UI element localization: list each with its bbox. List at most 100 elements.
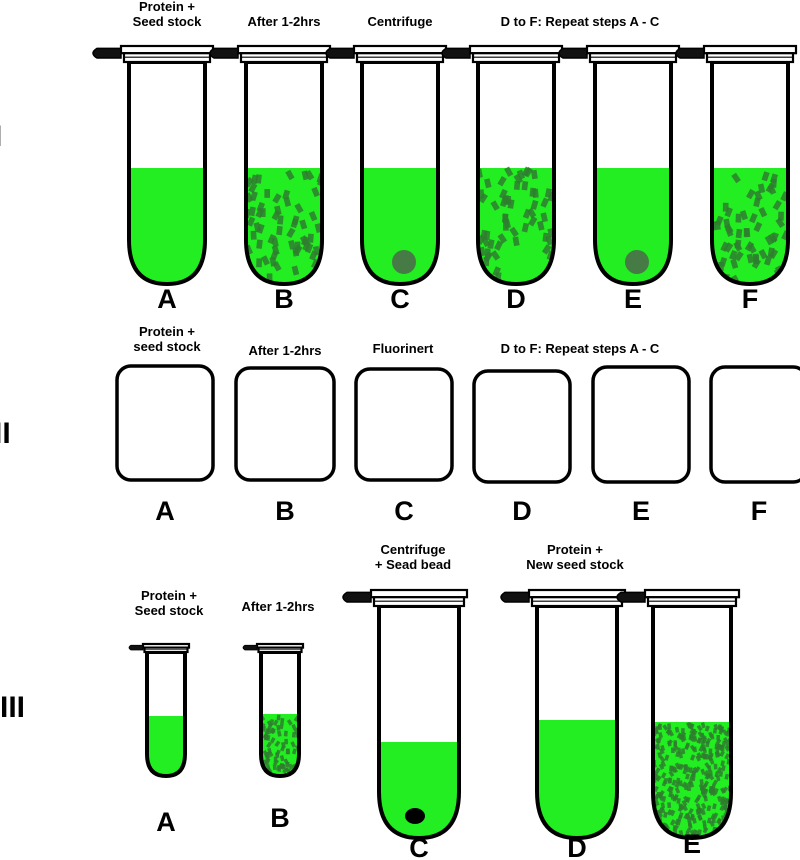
tube-outline <box>476 60 556 287</box>
hinge-tab <box>675 47 705 59</box>
hinge-tab <box>209 47 239 59</box>
hinge-tab <box>92 47 122 59</box>
tube-cap <box>500 588 627 608</box>
tube-cap <box>92 44 215 64</box>
well-frame <box>591 365 691 484</box>
tube-cap <box>209 44 332 64</box>
tube-cap <box>616 588 741 608</box>
crystal-cluster <box>246 169 322 283</box>
tube-outline <box>127 60 207 287</box>
step-letter: C <box>394 496 414 526</box>
hinge-tab <box>441 47 471 59</box>
header-ii-a: Protein +seed stock <box>133 324 201 354</box>
step-letter: E <box>632 496 650 526</box>
section-ii-label: II <box>0 417 11 450</box>
pellet <box>625 250 649 274</box>
well-frame <box>709 365 800 484</box>
tube-i-e: E <box>558 44 681 314</box>
tube-cap <box>325 44 448 64</box>
well-frame <box>354 367 454 482</box>
step-letter: A <box>155 496 175 526</box>
header-ii-b: After 1-2hrs <box>249 343 322 358</box>
tube-cap <box>342 588 469 608</box>
tube-cap <box>675 44 798 64</box>
seed-bead <box>405 808 425 824</box>
tubes-row-i: A B C D E F <box>92 44 798 314</box>
step-letter: F <box>742 284 759 314</box>
well-ii-e: E <box>591 365 691 526</box>
tube-iii-a: A <box>128 642 191 837</box>
section-iii: III Protein +Seed stock After 1-2hrs Cen… <box>0 542 741 860</box>
tube-outline <box>145 650 187 779</box>
well-ii-f: F <box>709 365 800 526</box>
header-i-repeat: D to F: Repeat steps A - C <box>501 14 660 29</box>
section-i-label: I <box>0 120 2 153</box>
step-letter: D <box>567 833 587 860</box>
tube-outline <box>535 604 619 841</box>
header-ii-c: Fluorinert <box>373 341 434 356</box>
well-frame <box>234 366 336 482</box>
tube-outline <box>593 60 673 287</box>
tube-iii-d: D <box>500 588 627 860</box>
pellet <box>392 250 416 274</box>
well-ii-d: D <box>472 369 572 526</box>
header-i-a: Protein +Seed stock <box>133 0 202 29</box>
section-i: I Protein +Seed stock After 1-2hrs Centr… <box>0 0 798 314</box>
step-letter: D <box>506 284 526 314</box>
tube-iii-c: C <box>342 588 469 860</box>
tube-outline <box>244 60 324 287</box>
header-i-b: After 1-2hrs <box>248 14 321 29</box>
step-letter: A <box>157 284 177 314</box>
step-letter: B <box>274 284 294 314</box>
step-letter: C <box>409 833 429 860</box>
hinge-tab <box>558 47 588 59</box>
well-ii-a: A <box>115 364 215 526</box>
tube-cap <box>558 44 681 64</box>
wells-row-ii: A B C D E F <box>115 364 800 526</box>
tube-iii-b: B <box>242 642 305 833</box>
header-iii-c: Centrifuge+ Sead bead <box>375 542 451 572</box>
hinge-tab <box>325 47 355 59</box>
step-letter: D <box>512 496 532 526</box>
well-ii-c: C <box>354 367 454 526</box>
tube-i-f: F <box>675 44 798 314</box>
step-letter: C <box>390 284 410 314</box>
step-letter: A <box>156 807 176 837</box>
well-ii-b: B <box>234 366 336 526</box>
well-frame <box>472 369 572 484</box>
section-ii: II Protein +seed stock After 1-2hrs Fluo… <box>0 324 800 526</box>
tube-i-c: C <box>325 44 448 314</box>
hinge-tab <box>500 591 530 603</box>
header-iii-b: After 1-2hrs <box>242 599 315 614</box>
section-iii-label: III <box>0 691 25 724</box>
well-frame <box>115 364 215 482</box>
tube-outline <box>360 60 440 287</box>
tube-outline <box>259 650 301 779</box>
hinge-tab <box>242 644 258 651</box>
tubes-row-iii: A B C D E <box>128 588 741 860</box>
step-letter: F <box>751 496 768 526</box>
header-i-c: Centrifuge <box>368 14 433 29</box>
tube-cap <box>242 642 305 654</box>
liquid <box>129 168 205 284</box>
step-letter: B <box>270 803 290 833</box>
liquid <box>537 720 617 838</box>
tube-outline <box>377 604 461 841</box>
header-iii-d: Protein +New seed stock <box>526 542 624 572</box>
tube-i-b: B <box>209 44 332 314</box>
hinge-tab <box>128 644 144 651</box>
tube-cap <box>128 642 191 654</box>
header-ii-repeat: D to F: Repeat steps A - C <box>501 341 660 356</box>
step-letter: E <box>683 829 701 859</box>
step-letter: E <box>624 284 642 314</box>
hinge-tab <box>342 591 372 603</box>
tube-cap <box>441 44 564 64</box>
header-iii-a: Protein +Seed stock <box>135 588 204 618</box>
liquid <box>147 716 185 776</box>
tube-i-d: D <box>441 44 564 314</box>
tube-outline <box>710 60 790 287</box>
step-letter: B <box>275 496 295 526</box>
tube-i-a: A <box>92 44 215 314</box>
tube-outline <box>651 604 733 841</box>
